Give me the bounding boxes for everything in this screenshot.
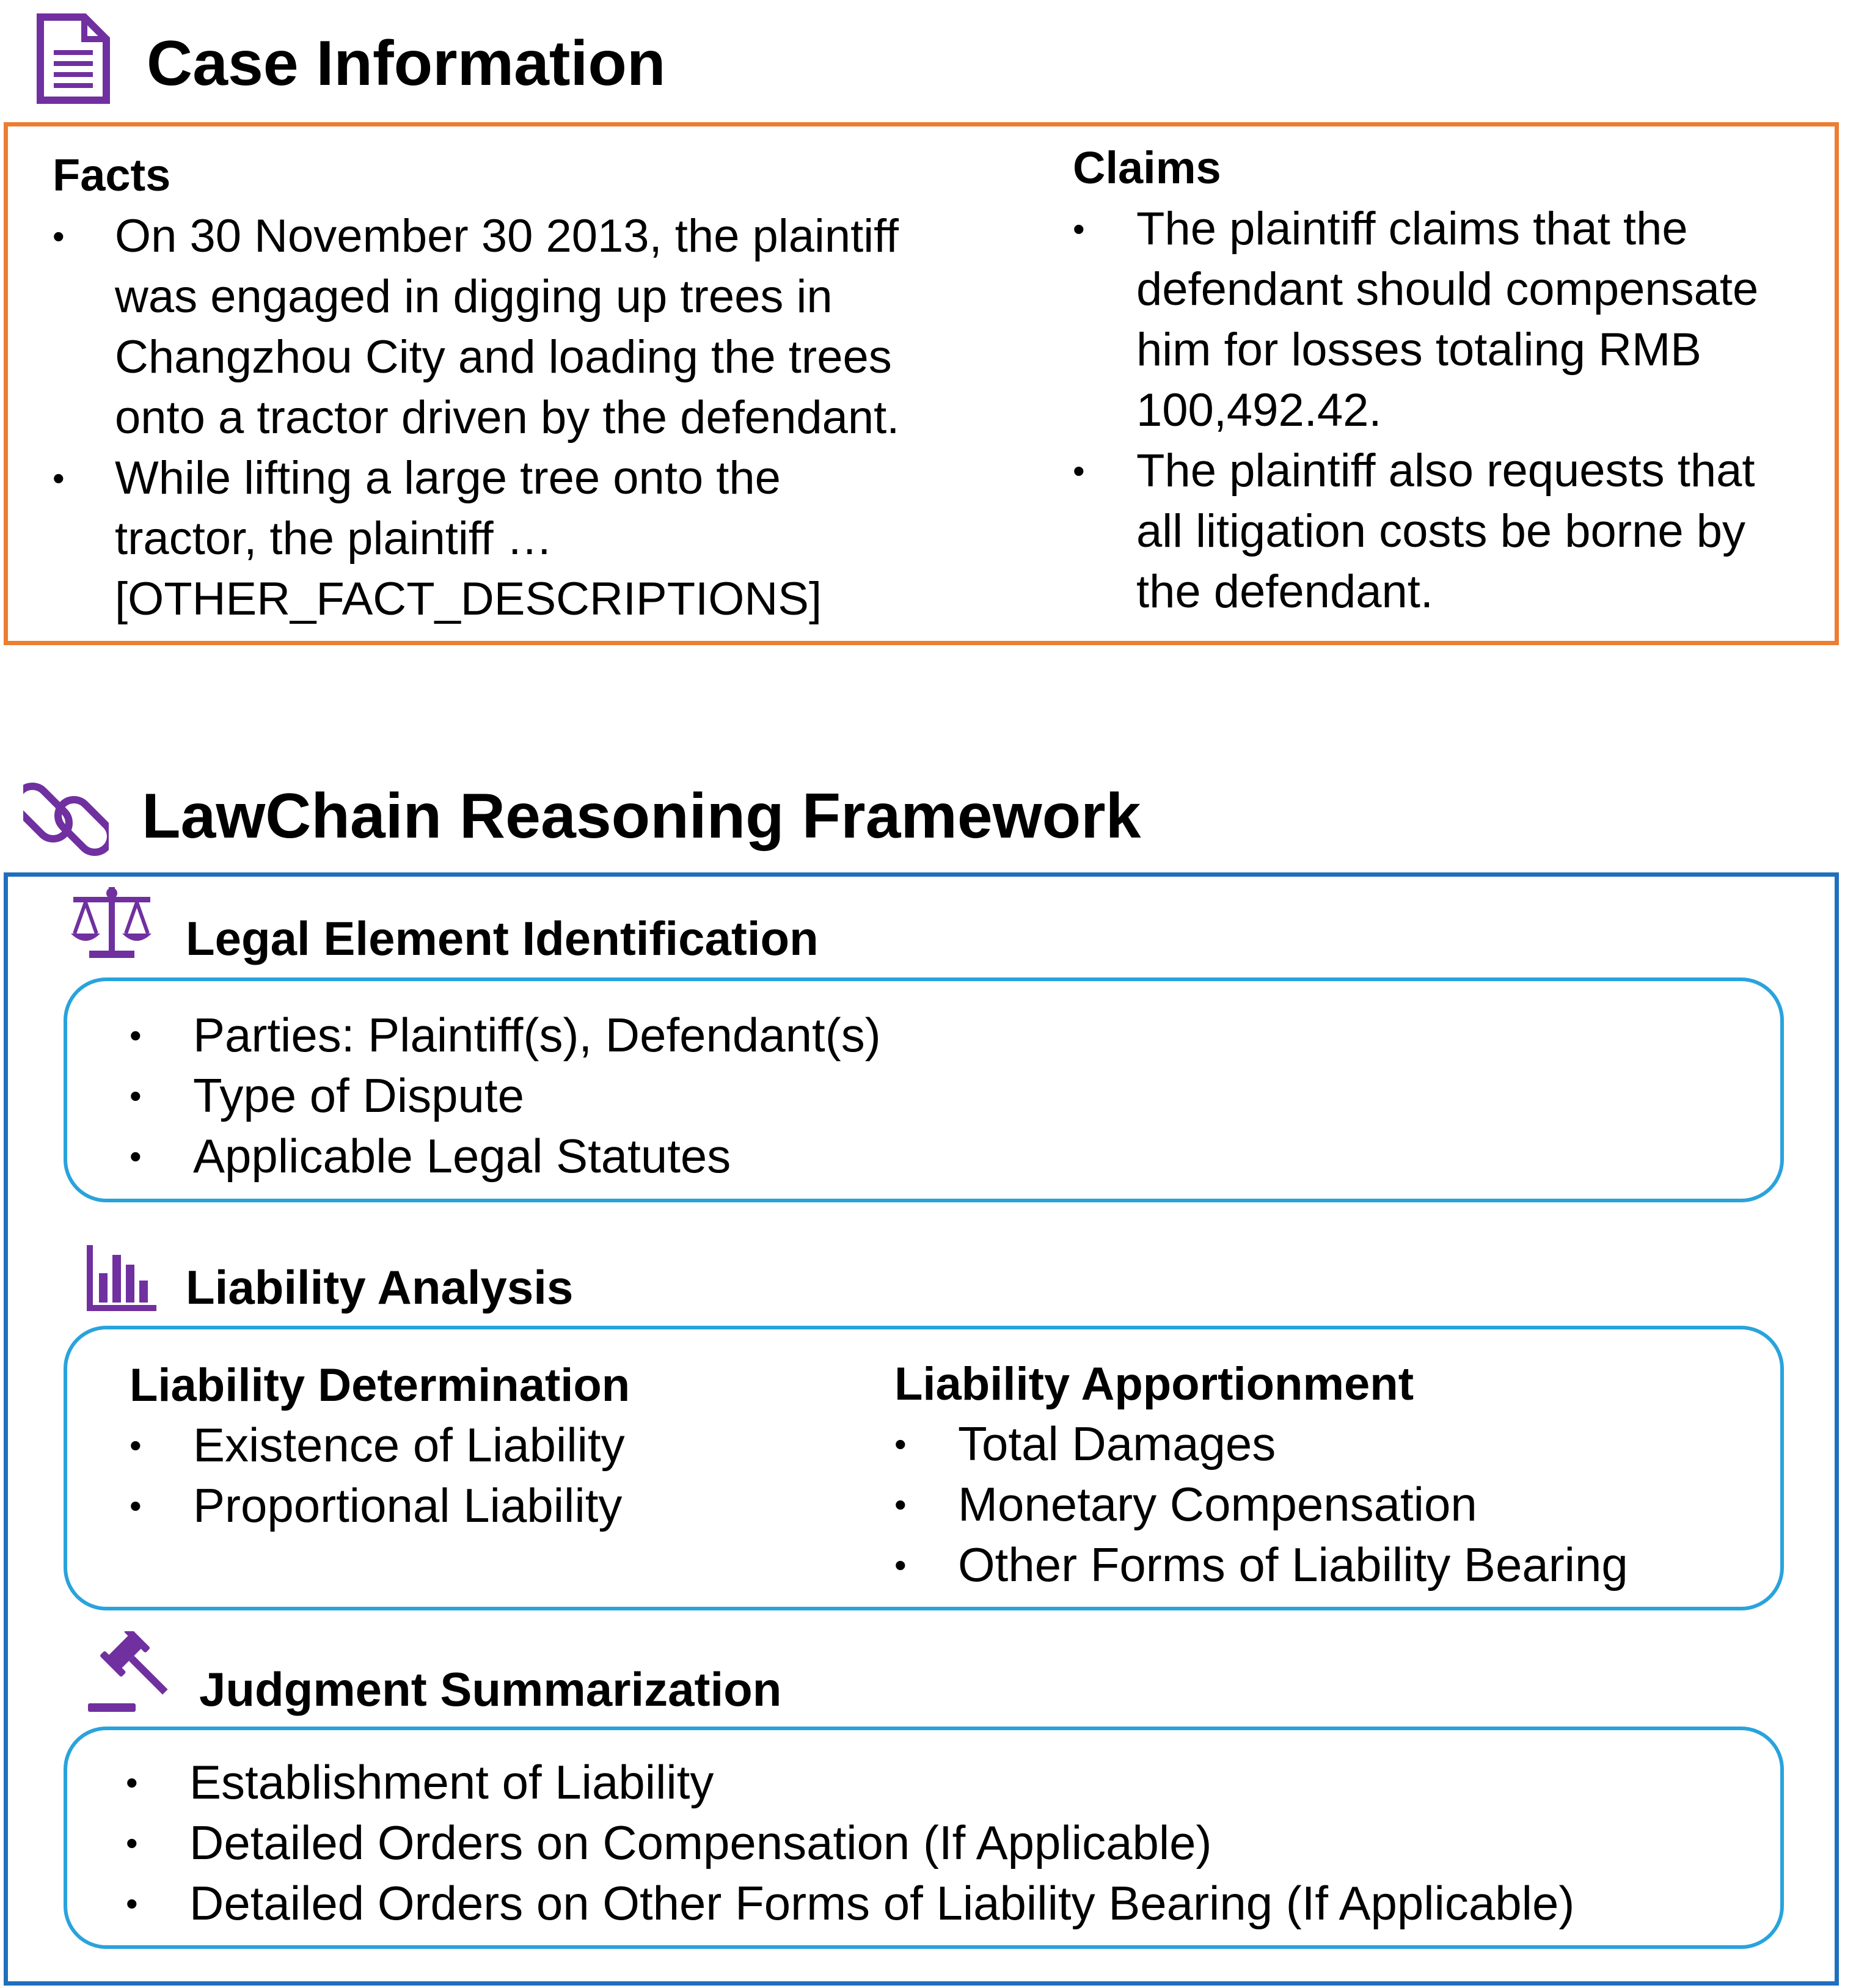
list-item: •Detailed Orders on Compensation (If App… xyxy=(126,1816,1212,1869)
facts-heading: Facts xyxy=(53,150,171,200)
liability-determination-heading: Liability Determination xyxy=(130,1359,630,1411)
facts-bullet-2: • While lifting a large tree onto the tr… xyxy=(53,448,899,629)
liability-apportionment-list: •Total Damages •Monetary Compensation •O… xyxy=(894,1414,1628,1595)
list-item: •Proportional Liability xyxy=(130,1478,623,1532)
facts-list: • On 30 November 30 2013, the plaintiff … xyxy=(53,206,900,629)
list-item: •Other Forms of Liability Bearing xyxy=(894,1538,1628,1591)
fact-line: tractor, the plaintiff … xyxy=(115,513,553,565)
claim-line: The plaintiff claims that the xyxy=(1136,203,1688,255)
judgment-summarization-box xyxy=(64,1727,1784,1949)
document-icon xyxy=(35,12,111,105)
claim-line: defendant should compensate xyxy=(1136,263,1759,315)
list-item: •Applicable Legal Statutes xyxy=(130,1129,731,1183)
claims-bullet-2: • The plaintiff also requests that all l… xyxy=(1073,440,1758,622)
claims-bullet-1: • The plaintiff claims that the defendan… xyxy=(1073,199,1759,440)
facts-bullet-1: • On 30 November 30 2013, the plaintiff … xyxy=(53,206,900,448)
claims-list: • The plaintiff claims that the defendan… xyxy=(1073,199,1759,622)
case-information-title: Case Information xyxy=(147,28,666,99)
list-item: •Type of Dispute xyxy=(130,1069,524,1122)
list-item: •Establishment of Liability xyxy=(126,1755,714,1809)
chain-link-icon xyxy=(23,776,109,861)
gavel-icon xyxy=(84,1631,170,1717)
liability-analysis-title: Liability Analysis xyxy=(186,1260,574,1314)
list-item: •Existence of Liability xyxy=(130,1418,625,1472)
fact-line: [OTHER_FACT_DESCRIPTIONS] xyxy=(115,573,822,625)
legal-element-title: Legal Element Identification xyxy=(186,912,819,965)
claim-line: all litigation costs be borne by xyxy=(1136,505,1746,557)
fact-line: onto a tractor driven by the defendant. xyxy=(115,392,900,444)
list-item: •Monetary Compensation xyxy=(894,1477,1477,1531)
list-item: •Total Damages xyxy=(894,1417,1276,1471)
case-information-panel xyxy=(4,122,1839,645)
list-item: •Parties: Plaintiff(s), Defendant(s) xyxy=(130,1008,881,1062)
framework-panel xyxy=(4,872,1839,1986)
fact-line: On 30 November 30 2013, the plaintiff xyxy=(115,210,899,262)
fact-line: was engaged in digging up trees in xyxy=(115,271,833,323)
legal-element-list: •Parties: Plaintiff(s), Defendant(s) •Ty… xyxy=(130,1005,881,1186)
judgment-summarization-list: •Establishment of Liability •Detailed Or… xyxy=(126,1752,1575,1934)
claim-line: the defendant. xyxy=(1136,566,1433,618)
fact-line: While lifting a large tree onto the xyxy=(115,452,781,504)
legal-element-box xyxy=(64,978,1784,1202)
bar-chart-icon xyxy=(86,1243,159,1314)
scales-icon xyxy=(68,885,154,964)
fact-line: Changzhou City and loading the trees xyxy=(115,331,892,383)
liability-apportionment-heading: Liability Apportionment xyxy=(894,1358,1414,1410)
judgment-summarization-title: Judgment Summarization xyxy=(199,1662,782,1716)
liability-determination-list: •Existence of Liability •Proportional Li… xyxy=(130,1415,625,1536)
claim-line: The plaintiff also requests that xyxy=(1136,445,1755,497)
liability-analysis-box xyxy=(64,1326,1784,1610)
claim-line: 100,492.42. xyxy=(1136,384,1382,436)
framework-title: LawChain Reasoning Framework xyxy=(142,781,1141,852)
list-item: •Detailed Orders on Other Forms of Liabi… xyxy=(126,1876,1575,1930)
claims-heading: Claims xyxy=(1073,142,1221,193)
claim-line: him for losses totaling RMB xyxy=(1136,324,1701,376)
